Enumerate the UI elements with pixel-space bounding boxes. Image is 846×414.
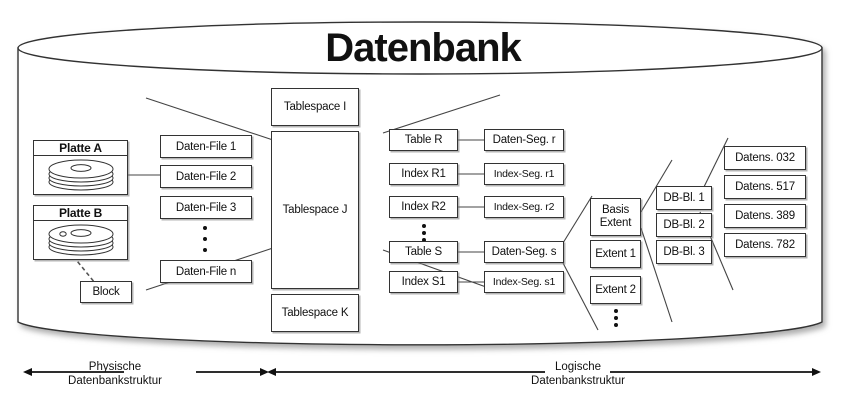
disk-platte-a[interactable]: Platte A — [33, 140, 128, 195]
tablespace-label: Tablespace J — [282, 204, 348, 216]
tablespace-j[interactable]: Tablespace J — [271, 131, 359, 289]
legend-logical: Logische Datenbankstruktur — [488, 360, 668, 388]
segment-daten-seg-s[interactable]: Daten-Seg. s — [484, 241, 564, 263]
data-files-ellipsis-icon — [202, 226, 208, 252]
extents-ellipsis-icon — [613, 309, 618, 327]
disk-platte-a-label: Platte A — [34, 141, 127, 156]
data-file-1[interactable]: Daten-File 1 — [160, 135, 252, 158]
record-label: Datens. 389 — [735, 210, 795, 222]
db-block-label: DB-Bl. 1 — [663, 192, 705, 204]
object-label: Index R1 — [401, 168, 446, 180]
data-file-label: Daten-File 3 — [175, 201, 237, 214]
object-label: Index S1 — [401, 276, 446, 288]
extent-label: Extent 1 — [595, 248, 636, 260]
disk-platte-b-label: Platte B — [34, 206, 127, 221]
extent-label: Extent 2 — [595, 284, 636, 296]
object-table-s[interactable]: Table S — [389, 241, 458, 263]
block-label: Block — [92, 286, 120, 298]
data-file-label: Daten-File 1 — [175, 140, 237, 153]
data-file-label: Daten-File 2 — [175, 170, 237, 183]
object-label: Table R — [404, 134, 443, 146]
record-517[interactable]: Datens. 517 — [724, 175, 806, 199]
segment-index-seg-r1[interactable]: Index-Seg. r1 — [484, 163, 564, 185]
segment-label: Index-Seg. s1 — [492, 276, 556, 288]
db-block-1[interactable]: DB-Bl. 1 — [656, 186, 712, 210]
segment-label: Daten-Seg. s — [491, 246, 557, 258]
data-file-label: Daten-File n — [175, 265, 237, 278]
data-file-n[interactable]: Daten-File n — [160, 260, 252, 283]
objects-ellipsis-icon — [421, 224, 426, 242]
record-389[interactable]: Datens. 389 — [724, 204, 806, 228]
data-file-2[interactable]: Daten-File 2 — [160, 165, 252, 188]
object-table-r[interactable]: Table R — [389, 129, 458, 151]
disk-platter-icon — [34, 156, 127, 198]
tablespace-k[interactable]: Tablespace K — [271, 294, 359, 332]
object-index-r2[interactable]: Index R2 — [389, 196, 458, 218]
tablespace-label: Tablespace I — [283, 101, 347, 113]
record-label: Datens. 517 — [735, 181, 795, 193]
segment-label: Daten-Seg. r — [492, 134, 556, 146]
legend-logical-line2: Datenbankstruktur — [531, 375, 625, 387]
block-box[interactable]: Block — [80, 281, 132, 303]
segment-daten-seg-r[interactable]: Daten-Seg. r — [484, 129, 564, 151]
object-label: Index R2 — [401, 201, 446, 213]
record-label: Datens. 032 — [735, 152, 795, 164]
page-title: Datenbank — [325, 26, 522, 70]
record-782[interactable]: Datens. 782 — [724, 233, 806, 257]
legend-physical-line2: Datenbankstruktur — [68, 375, 162, 387]
extent-2[interactable]: Extent 2 — [590, 276, 641, 304]
record-label: Datens. 782 — [735, 239, 795, 251]
segment-index-seg-r2[interactable]: Index-Seg. r2 — [484, 196, 564, 218]
legend-physical: Physische Datenbankstruktur — [35, 360, 195, 388]
legend-logical-line1: Logische — [554, 361, 602, 373]
segment-index-seg-s1[interactable]: Index-Seg. s1 — [484, 271, 564, 293]
tablespace-label: Tablespace K — [281, 307, 349, 319]
object-index-s1[interactable]: Index S1 — [389, 271, 458, 293]
record-032[interactable]: Datens. 032 — [724, 146, 806, 170]
db-block-label: DB-Bl. 3 — [663, 246, 705, 258]
segment-label: Index-Seg. r1 — [493, 168, 555, 180]
disk-platter-icon — [34, 221, 127, 263]
legend-physical-line1: Physische — [88, 361, 142, 373]
data-file-3[interactable]: Daten-File 3 — [160, 196, 252, 219]
object-label: Table S — [405, 246, 442, 258]
db-block-3[interactable]: DB-Bl. 3 — [656, 240, 712, 264]
segment-label: Index-Seg. r2 — [493, 201, 555, 213]
disk-platte-b[interactable]: Platte B — [33, 205, 128, 260]
tablespace-i[interactable]: Tablespace I — [271, 88, 359, 126]
object-index-r1[interactable]: Index R1 — [389, 163, 458, 185]
extent-1[interactable]: Extent 1 — [590, 240, 641, 268]
db-block-label: DB-Bl. 2 — [663, 219, 705, 231]
db-block-2[interactable]: DB-Bl. 2 — [656, 213, 712, 237]
